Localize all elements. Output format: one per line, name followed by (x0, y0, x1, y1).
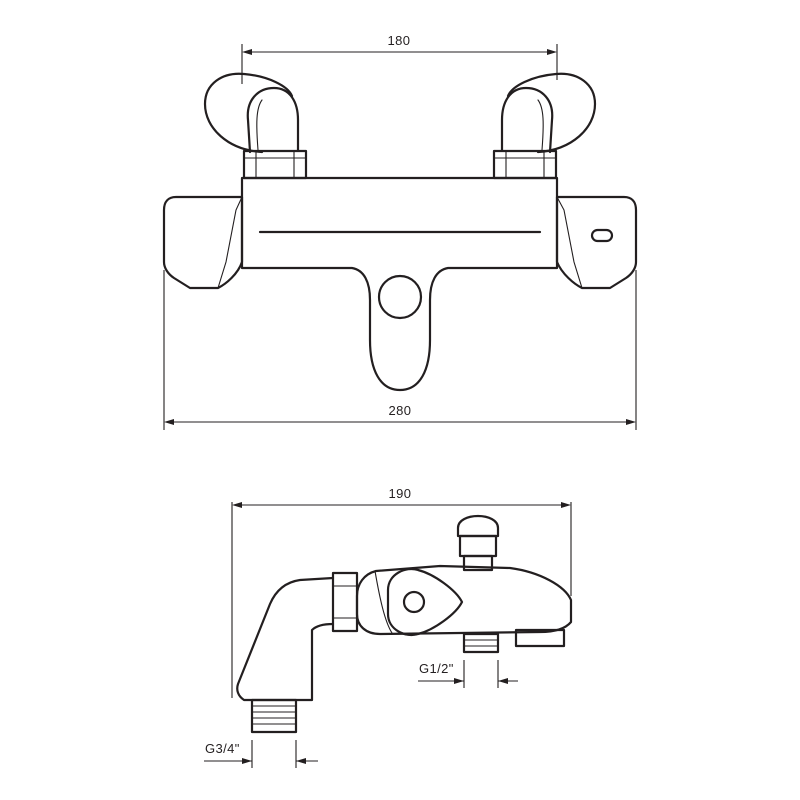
dimension-label-g34: G3/4" (205, 741, 240, 756)
side-eccentric-leg (236, 576, 335, 702)
dimension-label-g12: G1/2" (419, 661, 454, 676)
dimension-outlet-thread: G1/2" (418, 660, 518, 688)
right-inlet-eccentric (500, 72, 597, 154)
left-inlet-eccentric (203, 72, 300, 154)
diverter-knob (377, 274, 423, 320)
dimension-label-180: 180 (388, 33, 411, 48)
side-diverter-button (456, 514, 500, 572)
temperature-button (590, 228, 614, 243)
dimension-inlet-spacing: 180 (241, 33, 558, 84)
dimension-label-280: 280 (389, 403, 412, 418)
side-valve-body (355, 564, 573, 637)
side-spout-outlet (514, 628, 566, 648)
side-diverter-knob (386, 567, 464, 637)
dimension-total-width: 280 (163, 270, 637, 430)
dimension-label-190: 190 (389, 486, 412, 501)
side-hex-nut (331, 571, 359, 633)
valve-body (240, 176, 559, 392)
dimension-depth: 190 (231, 486, 572, 698)
right-hex-nut (492, 149, 558, 180)
front-view: 180 (162, 33, 638, 430)
side-view: 190 (204, 486, 573, 768)
left-hex-nut (242, 149, 308, 180)
right-handle (555, 195, 638, 290)
dimension-inlet-thread: G3/4" (204, 740, 318, 768)
side-outlet-thread (462, 632, 500, 654)
left-handle (162, 195, 244, 290)
side-inlet-thread (250, 698, 298, 734)
